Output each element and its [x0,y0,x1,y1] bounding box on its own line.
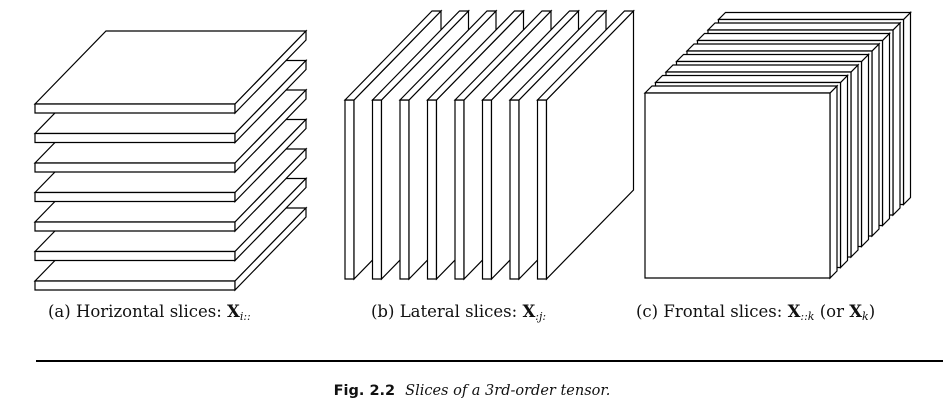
horizontal-slice-front-edge [34,162,236,173]
frontal-slice-top-edge [717,11,912,21]
lateral-slice-front-edge [481,99,493,280]
frontal-slice-side-edge [871,42,880,238]
panel-text: Frontal slices: [663,302,783,321]
figure-label: Fig. 2.2 [333,383,396,399]
alt-tensor-symbol: X [849,302,863,321]
figure-caption: Fig. 2.2 Slices of a 3rd-order tensor. [0,383,944,400]
frontal-slice-top-edge [643,85,839,94]
horizontal-slice-front-edge [34,103,236,114]
lateral-slice-front-edge [399,99,410,280]
caption-rule [36,360,943,362]
lateral-slice-front-edge [371,99,383,280]
frontal-slice-side-edge [850,63,859,259]
horizontal-slice-side-edge [234,29,307,115]
lateral-slice-front-edge [426,99,438,280]
frontal-slice-top-edge [664,64,860,73]
lateral-slice-top-edge [426,10,525,101]
frontal-slice-side-edge [892,21,901,217]
tensor-symbol: X [522,302,536,321]
panel-letter: (b) [371,302,395,321]
caption-lateral-slices: (b) Lateral slices: X:j: [371,302,546,323]
frontal-slice-side-edge [829,84,838,280]
horizontal-slice-front-edge [34,191,236,203]
tensor-symbol: X [787,302,801,321]
lateral-slice-top-edge [343,10,443,101]
horizontal-slice-front-edge [34,221,236,232]
panel-text: Lateral slices: [399,302,518,321]
lateral-slice-top-edge [481,10,580,101]
lateral-slice-front-edge [344,99,355,280]
horizontal-slice-side-edge [234,88,307,174]
lateral-slice-front-edge [536,99,548,280]
lateral-slice-top-edge [536,10,635,101]
horizontal-slice-side-edge [234,206,307,292]
frontal-slice-side-edge [902,11,912,206]
horizontal-slice-side-edge [234,177,307,262]
panel-letter: (c) [636,302,659,321]
frontal-slice-top-edge [685,43,881,52]
lateral-slices-drawing [343,9,635,281]
caption-horizontal-slices: (a) Horizontal slices: Xi:: [48,302,251,323]
frontal-slice-side-edge [860,53,870,248]
alt-close: ) [868,302,876,321]
tensor-symbol: X [227,302,240,321]
frontal-slice-top-edge [675,53,870,63]
lateral-slice-top-edge [453,10,553,101]
frontal-slice-side-edge [839,74,849,269]
panel-text: Horizontal slices: [75,302,222,321]
horizontal-slice-front-edge [34,250,236,262]
frontal-slice-side-edge [881,32,891,227]
horizontal-slice-front-edge [34,280,236,291]
lateral-slice-front-edge [509,99,520,280]
frontal-slice-top-edge [706,22,902,31]
tensor-subscript: ::k [800,310,815,323]
figure-caption-text: Slices of a 3rd-order tensor. [405,383,611,399]
frontal-slice-top-edge [696,32,891,42]
horizontal-slice-side-edge [234,147,307,233]
alt-tensor-subscript: k [862,310,869,323]
horizontal-slice-front-edge [34,132,236,144]
tensor-subscript: i:: [239,310,251,323]
lateral-slice-top-edge [398,10,498,101]
lateral-slice-top-edge [371,10,470,101]
lateral-slice-front-edge [454,99,465,280]
frontal-slices-drawing [643,11,912,280]
frontal-slice-face [644,92,831,279]
frontal-slice-top-edge [654,74,849,84]
tensor-subscript: :j: [535,310,547,323]
panel-letter: (a) [48,302,71,321]
alt-open: (or [819,302,844,321]
horizontal-slice-side-edge [234,118,307,203]
horizontal-slice-side-edge [234,59,307,144]
horizontal-slices-drawing [33,29,308,292]
caption-frontal-slices: (c) Frontal slices: X::k (or Xk) [636,302,875,323]
lateral-slice-top-edge [508,10,608,101]
